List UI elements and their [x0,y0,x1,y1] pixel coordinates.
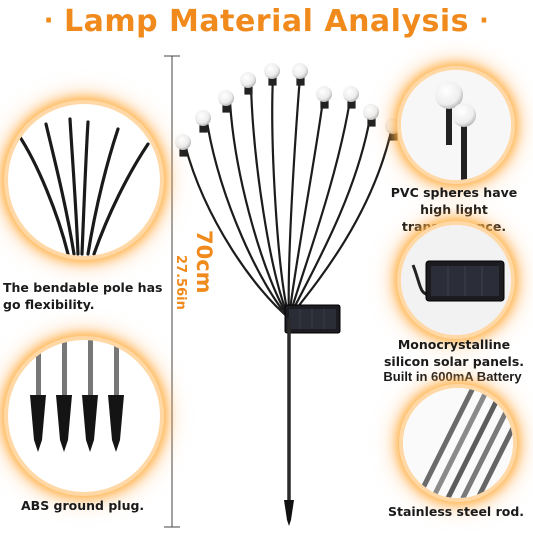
bulbs [175,63,401,157]
pvc-sphere-detail [401,70,511,180]
height-measure-line [164,55,180,528]
title-dot-left: · [43,6,54,36]
solar-panel [279,304,341,334]
firework-lamp-illustration [175,63,401,526]
solar-panel-detail [401,225,511,335]
steel-caption: Stainless steel rod. [387,504,525,519]
battery-caption: Built in 600mA Battery [383,369,522,384]
page-title: · Lamp Material Analysis · [0,4,533,39]
solar-caption: Monocrystalline silicon solar panels. [383,337,525,369]
steel-rod-detail [403,388,513,498]
abs-plug-detail [8,340,160,492]
title-dot-right: · [479,6,490,36]
bendable-pole-detail [8,104,160,256]
bendable-caption: The bendable pole has go flexibility. [3,280,163,312]
abs-caption: ABS ground plug. [21,498,145,513]
title-text: Lamp Material Analysis [63,4,470,39]
